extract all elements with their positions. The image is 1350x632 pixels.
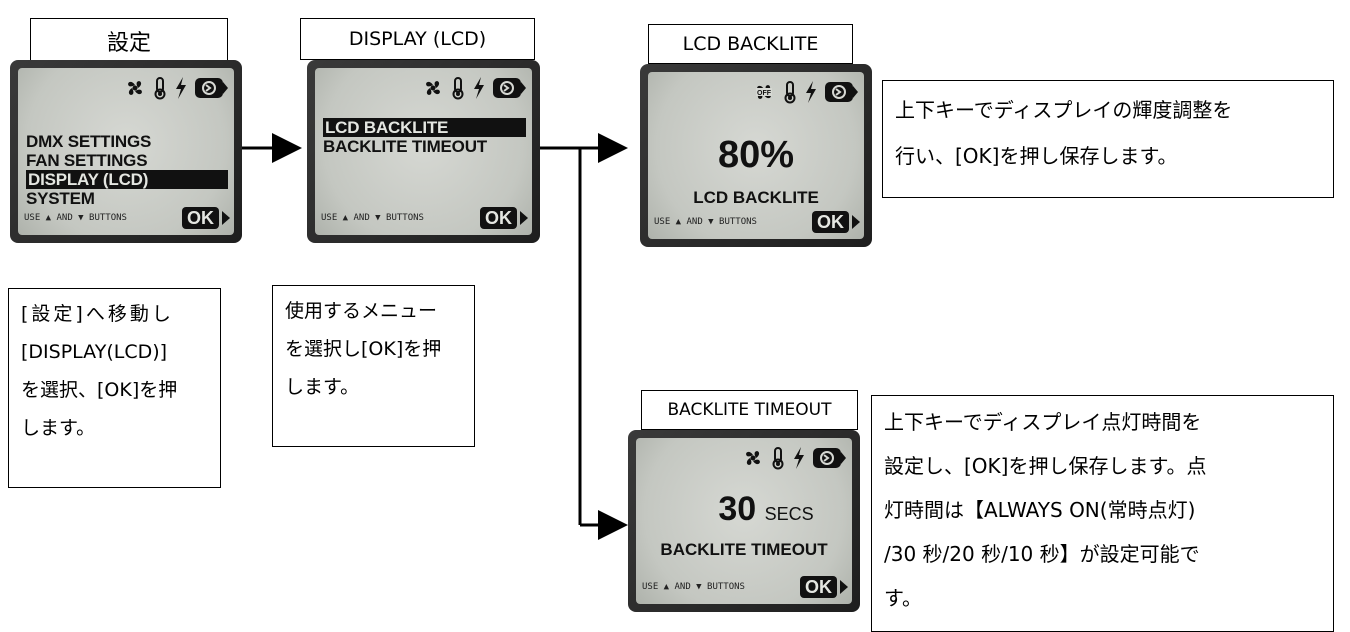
- fan-off-label: OFF: [757, 90, 772, 97]
- arrow-right-icon: [520, 211, 528, 225]
- arrow-right-icon: [222, 211, 230, 225]
- status-icons: OFF: [752, 80, 858, 104]
- footer-hint: USE ▲ AND ▼ BUTTONS: [642, 582, 745, 592]
- desc-timeout-line: /30 秒/20 秒/10 秒】が設定可能で: [884, 542, 1200, 566]
- timeout-value: 30: [718, 490, 757, 528]
- footer-hint: USE ▲ AND ▼ BUTTONS: [654, 217, 757, 227]
- desc-backlite-line: 上下キーでディスプレイの輝度調整を: [895, 98, 1233, 122]
- thermometer-icon: [452, 77, 464, 100]
- menu-item-display-lcd[interactable]: DISPLAY (LCD): [26, 170, 228, 189]
- footer-hint: USE ▲ AND ▼ BUTTONS: [24, 213, 127, 223]
- display-menu: LCD BACKLITE BACKLITE TIMEOUT: [323, 118, 526, 156]
- desc-backlite: 上下キーでディスプレイの輝度調整を 行い、[OK]を押し保存します。: [882, 80, 1334, 198]
- thermometer-icon: [154, 77, 166, 100]
- status-icons: [422, 76, 526, 100]
- lcd-settings-screen: DMX SETTINGS FAN SETTINGS DISPLAY (LCD) …: [18, 68, 234, 235]
- label-settings: 設定: [30, 18, 228, 64]
- fan-icon: [426, 81, 440, 95]
- lcd-display-screen: LCD BACKLITE BACKLITE TIMEOUT USE ▲ AND …: [315, 68, 532, 235]
- menu-item-fan-settings[interactable]: FAN SETTINGS: [26, 151, 148, 170]
- lcd-display: LCD BACKLITE BACKLITE TIMEOUT USE ▲ AND …: [307, 60, 540, 243]
- desc-timeout-line: す。: [884, 586, 922, 610]
- menu-item-lcd-backlite[interactable]: LCD BACKLITE: [323, 118, 526, 137]
- arrow-right-icon: [840, 580, 848, 594]
- desc-step2-line: を選択し[OK]を押: [285, 338, 442, 360]
- dmx-input-icon: [813, 448, 846, 468]
- desc-timeout-line: 灯時間は【ALWAYS ON(常時点灯): [884, 498, 1196, 522]
- ok-button[interactable]: OK: [812, 211, 849, 233]
- fan-off-icon: OFF: [756, 85, 772, 99]
- desc-step1-line: [設定]へ移動し: [21, 303, 174, 325]
- lightning-icon: [806, 81, 816, 103]
- backlite-value: 80%: [717, 134, 795, 176]
- lightning-icon: [794, 447, 804, 469]
- lightning-icon: [474, 77, 484, 99]
- desc-step2: 使用するメニュー を選択し[OK]を押 します。: [272, 285, 475, 447]
- desc-step1-line: を選択、[OK]を押: [21, 379, 178, 401]
- desc-timeout-line: 上下キーでディスプレイ点灯時間を: [884, 410, 1202, 434]
- settings-menu: DMX SETTINGS FAN SETTINGS DISPLAY (LCD) …: [26, 132, 228, 208]
- menu-item-backlite-timeout[interactable]: BACKLITE TIMEOUT: [323, 137, 487, 156]
- desc-step1: [設定]へ移動し [DISPLAY(LCD)] を選択、[OK]を押 します。: [8, 288, 221, 488]
- lcd-settings: DMX SETTINGS FAN SETTINGS DISPLAY (LCD) …: [10, 60, 242, 243]
- status-icons: [742, 446, 846, 470]
- thermometer-icon: [784, 81, 796, 104]
- dmx-input-icon: [493, 78, 526, 98]
- dmx-input-icon: [195, 78, 228, 98]
- backlite-caption: LCD BACKLITE: [693, 188, 819, 207]
- lightning-icon: [176, 77, 186, 99]
- desc-timeout: 上下キーでディスプレイ点灯時間を 設定し、[OK]を押し保存します。点 灯時間は…: [871, 395, 1334, 632]
- status-icons: [124, 76, 228, 100]
- desc-timeout-line: 設定し、[OK]を押し保存します。点: [884, 454, 1207, 478]
- thermometer-icon: [772, 447, 784, 470]
- dmx-input-icon: [825, 82, 858, 102]
- lcd-backlite-screen: OFF 80% LCD BACKLITE USE ▲ AND ▼ BUTTONS…: [648, 72, 864, 239]
- menu-item-system[interactable]: SYSTEM: [26, 189, 95, 208]
- label-backlite-timeout: BACKLITE TIMEOUT: [641, 390, 858, 430]
- lcd-timeout: 30 SECS BACKLITE TIMEOUT USE ▲ AND ▼ BUT…: [628, 430, 860, 612]
- lcd-backlite: OFF 80% LCD BACKLITE USE ▲ AND ▼ BUTTONS…: [640, 64, 872, 247]
- label-lcd-backlite: LCD BACKLITE: [648, 24, 853, 64]
- ok-button[interactable]: OK: [480, 207, 517, 229]
- ok-button[interactable]: OK: [182, 207, 219, 229]
- fan-icon: [746, 451, 760, 465]
- footer-hint: USE ▲ AND ▼ BUTTONS: [321, 213, 424, 223]
- desc-backlite-line: 行い、[OK]を押し保存します。: [895, 144, 1178, 168]
- timeout-caption: BACKLITE TIMEOUT: [660, 540, 828, 559]
- ok-button[interactable]: OK: [800, 576, 837, 598]
- desc-step1-line: します。: [21, 417, 96, 439]
- menu-item-dmx-settings[interactable]: DMX SETTINGS: [26, 132, 152, 151]
- desc-step2-line: 使用するメニュー: [285, 300, 438, 322]
- fan-icon: [128, 81, 142, 95]
- arrow-right-icon: [852, 215, 860, 229]
- lcd-timeout-screen: 30 SECS BACKLITE TIMEOUT USE ▲ AND ▼ BUT…: [636, 438, 852, 604]
- desc-step2-line: します。: [285, 376, 360, 398]
- timeout-unit: SECS: [764, 504, 814, 524]
- desc-step1-line: [DISPLAY(LCD)]: [21, 341, 168, 363]
- label-display-lcd: DISPLAY (LCD): [300, 18, 535, 60]
- timeout-value-row: 30 SECS: [636, 490, 852, 529]
